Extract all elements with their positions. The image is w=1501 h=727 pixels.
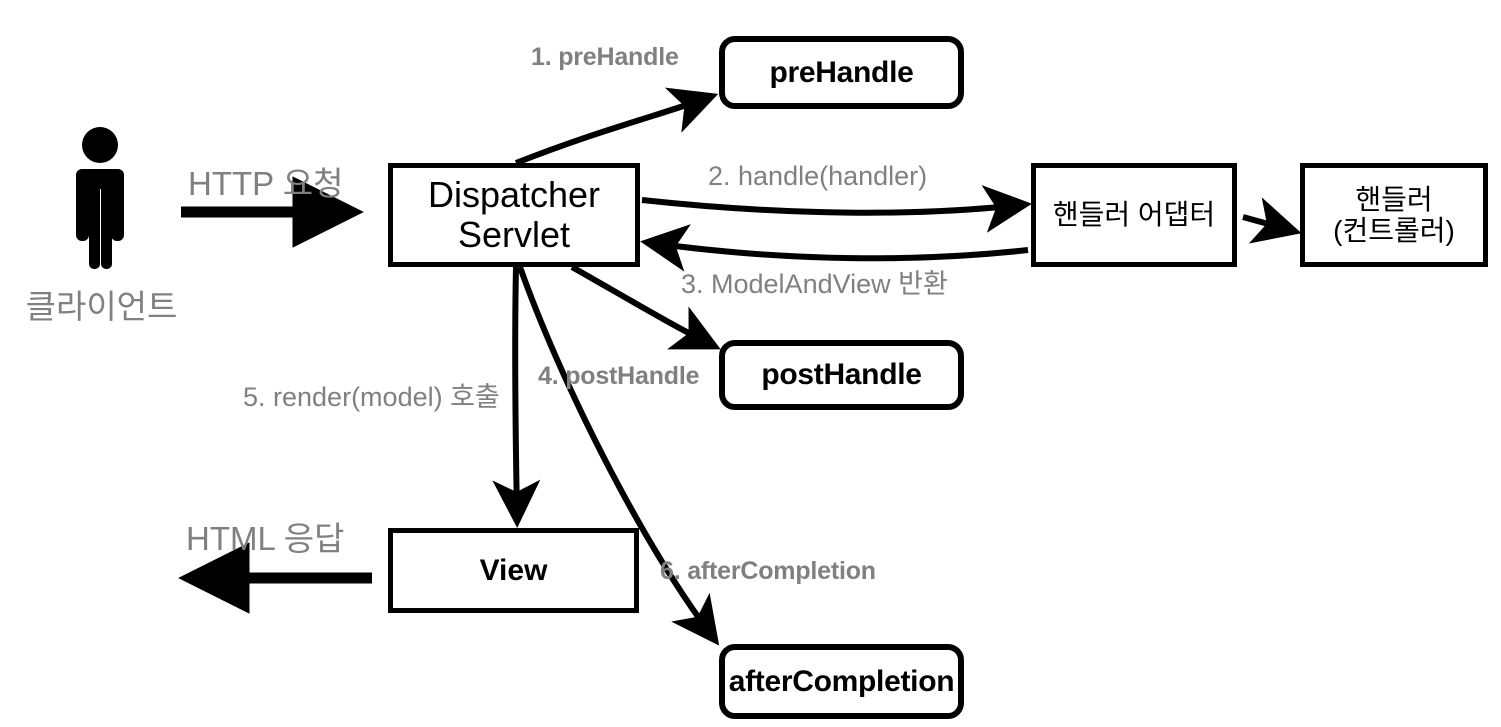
node-prehandle[interactable]: preHandle [719,36,964,109]
node-posthandle-label: postHandle [761,358,922,392]
edge-label-step4: 4. postHandle [538,362,700,390]
edge-label-step5: 5. render(model) 호출 [243,382,500,412]
edge-step2 [641,185,1032,233]
edge-label-step6: 6. afterCompletion [660,557,876,585]
edge-label-http-request: HTTP 요청 [188,165,344,202]
edge-label-step1: 1. preHandle [531,43,679,71]
edge-step4 [570,264,721,350]
node-view-label: View [479,553,548,587]
edge-step5 [492,266,541,528]
person-icon [76,127,124,269]
node-aftercompletion-label: afterCompletion [728,664,955,698]
edge-step1 [514,87,719,166]
node-dispatcher-servlet-label: Dispatcher Servlet [427,173,601,255]
node-prehandle-label: preHandle [769,55,914,89]
node-handler-adapter[interactable]: 핸들러 어댑터 [1031,163,1237,267]
node-dispatcher-servlet[interactable]: Dispatcher Servlet [388,163,640,267]
edge-step3 [640,224,1029,272]
client-actor [60,125,140,270]
node-handler-controller-label: 핸들러 (컨트롤러) [1333,183,1455,246]
edge-label-step3: 3. ModelAndView 반환 [681,269,948,299]
node-aftercompletion[interactable]: afterCompletion [719,644,964,719]
node-handler-adapter-label: 핸들러 어댑터 [1052,199,1216,231]
edge-step6 [517,265,720,646]
node-posthandle[interactable]: postHandle [719,340,964,410]
client-actor-label: 클라이언트 [25,288,178,325]
node-view[interactable]: View [388,528,639,613]
edge-label-step2: 2. handle(handler) [708,161,928,191]
edge-label-http-response: HTML 응답 [186,520,345,557]
node-handler-controller[interactable]: 핸들러 (컨트롤러) [1300,163,1488,267]
edge-adapter-to-handler [1242,197,1302,244]
